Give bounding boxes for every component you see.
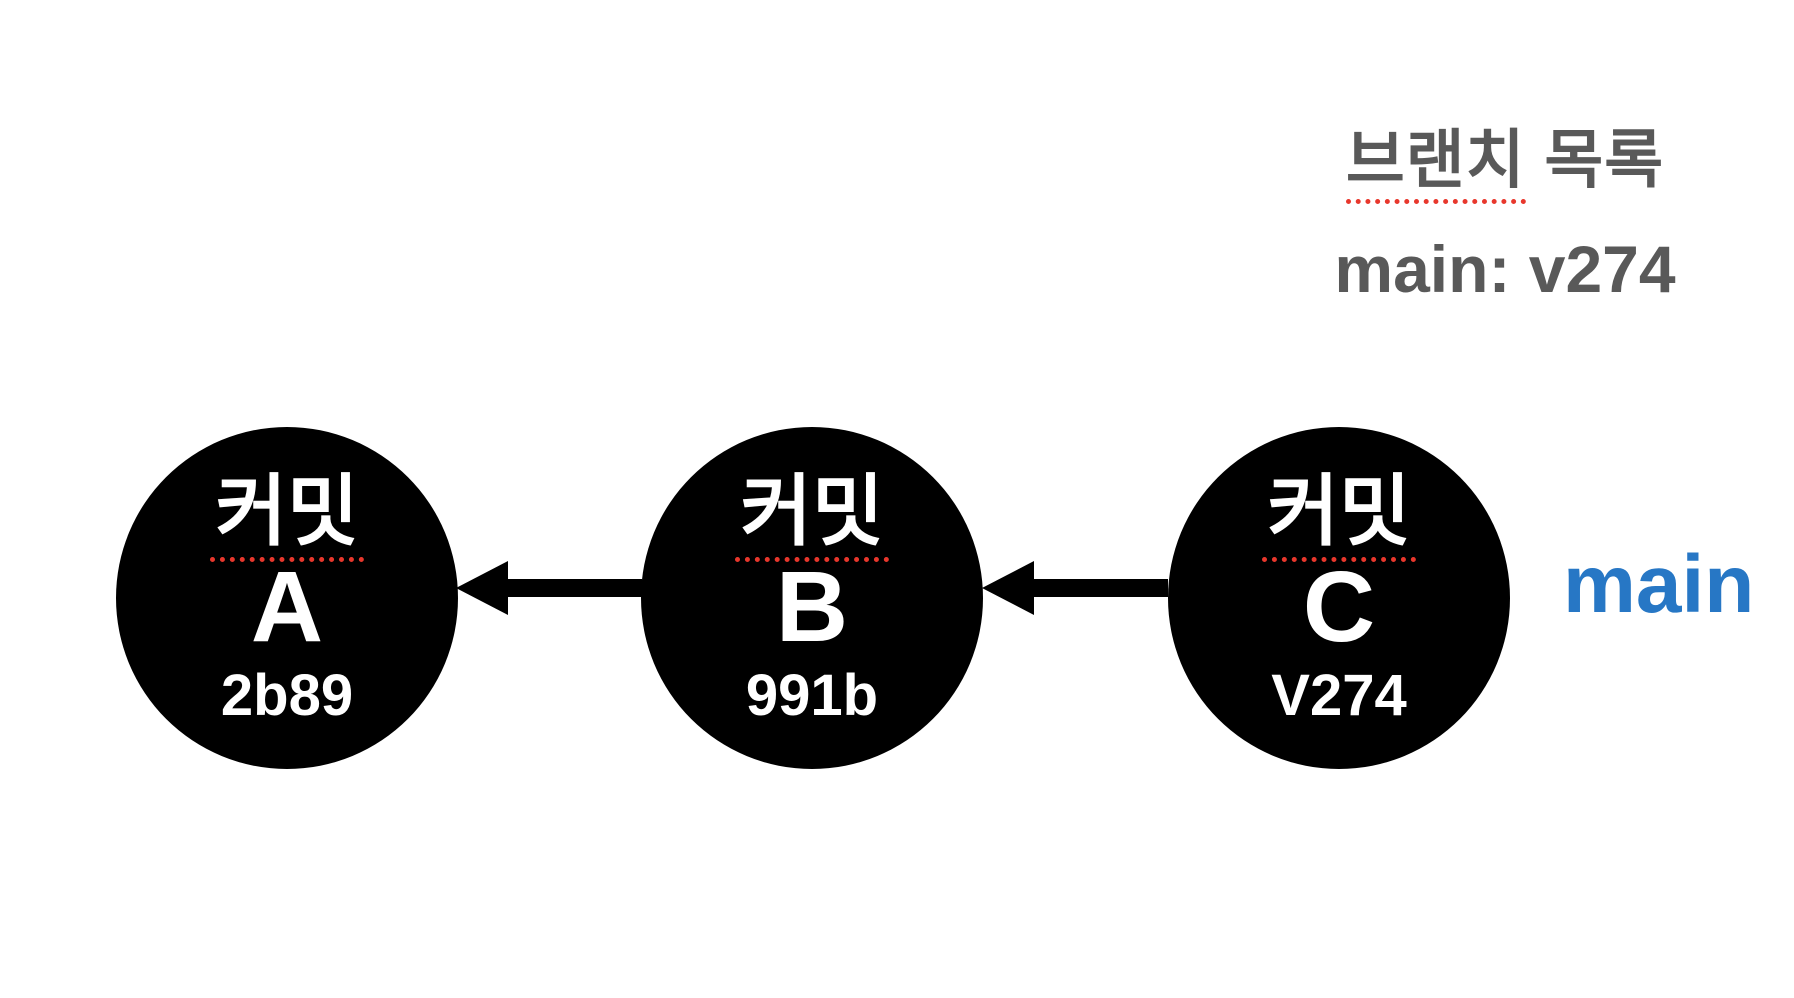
commit-b-hash: 991b — [745, 663, 879, 729]
commit-b-label-text: 커밋 — [735, 466, 889, 562]
commit-a-letter: A — [250, 551, 324, 664]
branch-list-title-underlined: 브랜치 — [1345, 124, 1526, 204]
arrow-c-to-b-shaft — [1034, 579, 1168, 597]
commit-c-label: 커밋 — [1262, 466, 1416, 562]
commit-c-hash: V274 — [1271, 663, 1407, 729]
commit-a-label: 커밋 — [210, 466, 364, 562]
commit-c-label-text: 커밋 — [1262, 466, 1416, 562]
arrow-b-to-a-shaft — [508, 579, 642, 597]
commit-a-hash: 2b89 — [220, 663, 354, 729]
commit-node-a: 커밋 A 2b89 — [116, 427, 458, 769]
commit-b-letter: B — [775, 551, 849, 664]
branch-list-entry: main: v274 — [1334, 231, 1676, 306]
arrow-b-to-a-head-icon — [456, 561, 508, 615]
commit-node-b: 커밋 B 991b — [641, 427, 983, 769]
commit-b-label: 커밋 — [735, 466, 889, 562]
commit-node-c: 커밋 C V274 — [1168, 427, 1510, 769]
main-branch-label: main — [1563, 539, 1755, 630]
branch-list-title: 브랜치 목록 — [1270, 122, 1740, 204]
branch-list-title-rest: 목록 — [1544, 124, 1665, 196]
arrow-c-to-b-head-icon — [982, 561, 1034, 615]
commit-c-letter: C — [1302, 551, 1376, 664]
commit-a-label-text: 커밋 — [210, 466, 364, 562]
branch-list-panel: 브랜치 목록 main: v274 — [1270, 122, 1740, 305]
